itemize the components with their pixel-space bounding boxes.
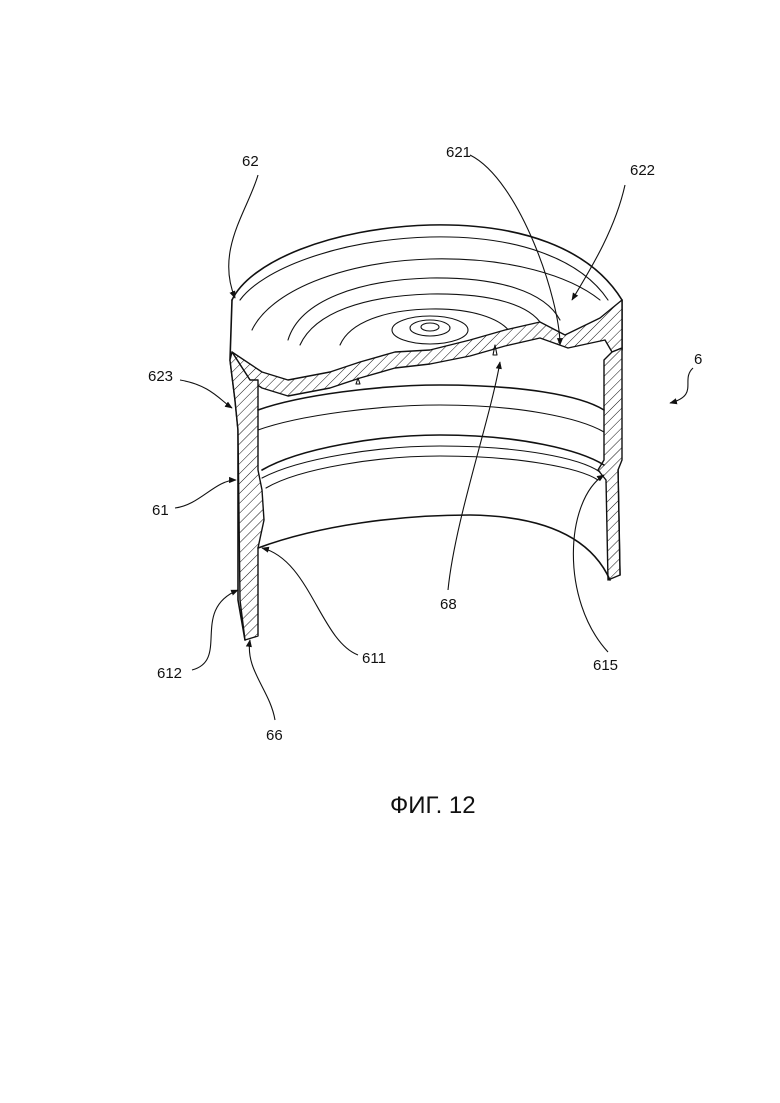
leader-61 (175, 480, 236, 508)
leader-68 (448, 362, 500, 590)
figure-caption: ФИГ. 12 (390, 792, 476, 819)
label-66: 66 (266, 727, 283, 744)
leader-612 (192, 590, 238, 670)
left-wall-section (230, 352, 264, 640)
label-622: 622 (630, 162, 655, 179)
label-623: 623 (148, 368, 173, 385)
leader-615 (573, 475, 608, 652)
label-61: 61 (152, 502, 169, 519)
leader-621 (470, 155, 560, 345)
leader-622 (572, 185, 625, 300)
label-611: 611 (362, 650, 386, 667)
label-621: 621 (446, 144, 471, 161)
leader-66 (249, 640, 275, 720)
cap-body (230, 225, 622, 640)
leader-611 (262, 548, 358, 655)
center-hole (421, 323, 439, 331)
label-615: 615 (593, 657, 618, 674)
lower-skirt-curve (258, 515, 610, 580)
leader-62 (229, 175, 258, 298)
label-6: 6 (694, 351, 702, 368)
label-62: 62 (242, 153, 259, 170)
thread-ridge-3 (266, 456, 598, 488)
thread-ridge-1 (262, 435, 604, 470)
label-612: 612 (157, 665, 182, 682)
label-68: 68 (440, 596, 457, 613)
leader-6 (670, 368, 693, 403)
leader-623 (180, 380, 232, 408)
inner-band-2 (258, 405, 604, 432)
top-plate-section (232, 300, 622, 396)
center-boss-inner (410, 320, 450, 336)
